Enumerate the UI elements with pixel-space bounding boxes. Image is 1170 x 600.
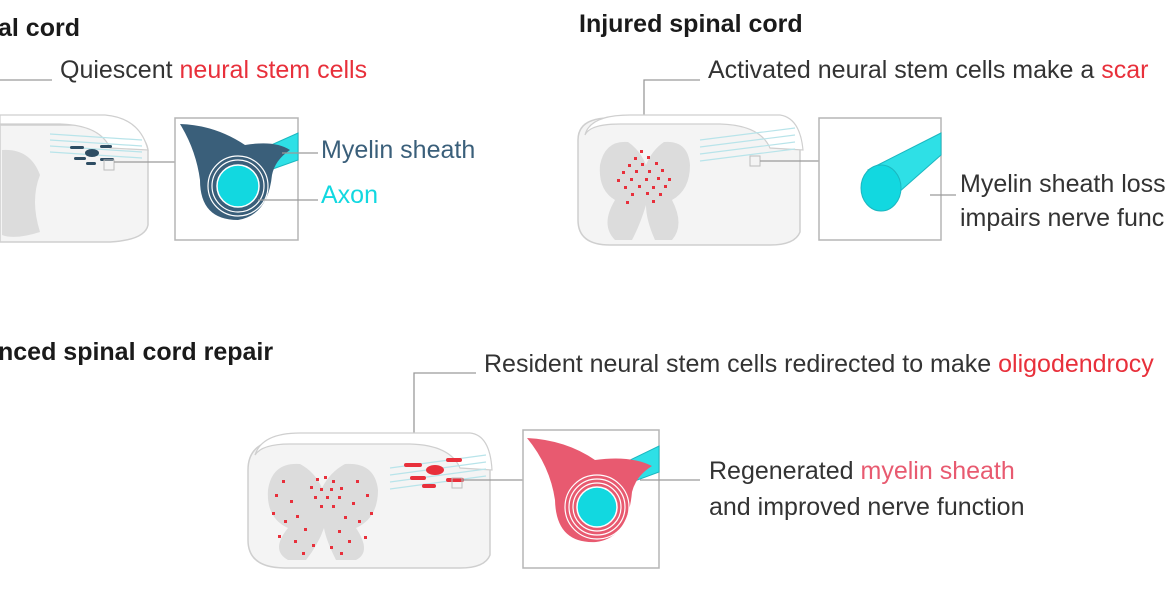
injured-cord-segment <box>577 114 820 246</box>
repair-gray-matter <box>267 463 378 560</box>
panel-repair-title: nced spinal cord repair <box>0 338 273 366</box>
healthy-gray-matter <box>2 149 40 237</box>
panel-injured: Injured spinal cord Activated neural ste… <box>577 10 1166 246</box>
repair-redirect-label: Resident neural stem cells redirected to… <box>484 350 1154 378</box>
panel-healthy-title: al cord <box>0 14 80 42</box>
axon-label: Axon <box>321 181 378 209</box>
repair-distributed-cells <box>272 476 373 555</box>
regen-line2: and improved nerve function <box>709 493 1024 521</box>
panel-healthy: al cord Quiescent neural stem cells <box>0 14 475 243</box>
axon-circle <box>216 164 260 208</box>
injured-bare-axon <box>860 164 902 212</box>
repair-oligodendrocytes <box>404 458 464 488</box>
injured-gray-matter <box>599 141 690 240</box>
repair-axon-circle <box>576 486 618 528</box>
healthy-cord-segment <box>0 114 176 243</box>
myelin-sheath-label: Myelin sheath <box>321 136 475 164</box>
injured-axon-detail <box>860 132 942 212</box>
myelin-loss-line1: Myelin sheath loss <box>960 170 1166 198</box>
repair-cord-segment <box>247 432 524 569</box>
injured-scar-label: Activated neural stem cells make a scar <box>708 56 1148 84</box>
myelin-loss-line2: impairs nerve func <box>960 204 1164 232</box>
injured-scar-cells <box>617 150 671 204</box>
panel-repair: nced spinal cord repair Resident neural … <box>0 338 1154 569</box>
healthy-stem-cell-label: Quiescent neural stem cells <box>60 56 367 84</box>
healthy-axon-detail <box>180 124 299 220</box>
regen-line1: Regenerated myelin sheath <box>709 457 1015 485</box>
panel-injured-title: Injured spinal cord <box>579 10 803 38</box>
repair-axon-detail <box>527 438 660 543</box>
